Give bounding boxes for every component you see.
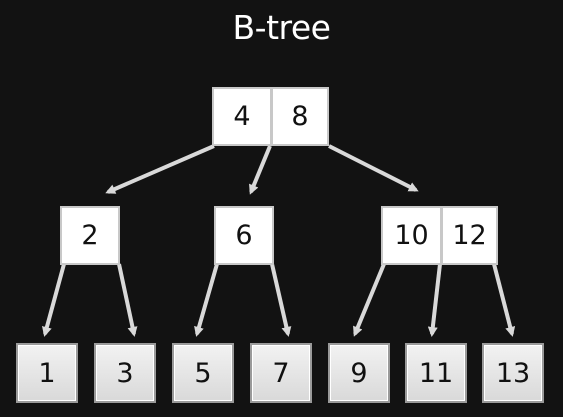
edge-root-to-node-6 xyxy=(249,145,272,195)
root-key: 8 xyxy=(271,87,329,146)
internal-key: 10 xyxy=(381,206,442,265)
leaf-key: 3 xyxy=(94,343,156,403)
internal-key: 12 xyxy=(441,206,498,265)
edge-root-to-node-2 xyxy=(105,144,215,194)
leaf-key: 5 xyxy=(172,343,234,403)
leaf-key: 11 xyxy=(405,343,467,403)
internal-key: 2 xyxy=(60,206,120,265)
edge-node-10-12-to-leaf-13 xyxy=(492,263,516,337)
edge-node-2-to-leaf-1 xyxy=(42,263,66,337)
leaf-node: 1 xyxy=(16,343,78,403)
leaf-key: 13 xyxy=(482,343,544,403)
internal-node-6: 6 xyxy=(214,206,274,265)
leaf-node: 3 xyxy=(94,343,156,403)
internal-key: 6 xyxy=(214,206,274,265)
internal-node-10-12: 10 12 xyxy=(381,206,498,265)
leaf-key: 1 xyxy=(16,343,78,403)
edge-node-10-12-to-leaf-9 xyxy=(353,263,386,337)
leaf-node: 5 xyxy=(172,343,234,403)
edge-root-to-node-10-12 xyxy=(328,144,419,192)
edge-node-6-to-leaf-7 xyxy=(270,263,292,337)
leaf-node: 11 xyxy=(405,343,467,403)
leaf-key: 9 xyxy=(328,343,390,403)
root-node: 4 8 xyxy=(212,87,329,146)
edge-node-6-to-leaf-5 xyxy=(194,263,219,337)
edge-node-2-to-leaf-3 xyxy=(117,263,138,337)
leaf-node: 9 xyxy=(328,343,390,403)
leaf-node: 7 xyxy=(250,343,312,403)
edge-node-10-12-to-leaf-11 xyxy=(427,263,442,337)
diagram-title: B-tree xyxy=(232,8,331,47)
internal-node-2: 2 xyxy=(60,206,120,265)
leaf-node: 13 xyxy=(482,343,544,403)
leaf-key: 7 xyxy=(250,343,312,403)
root-key: 4 xyxy=(212,87,272,146)
